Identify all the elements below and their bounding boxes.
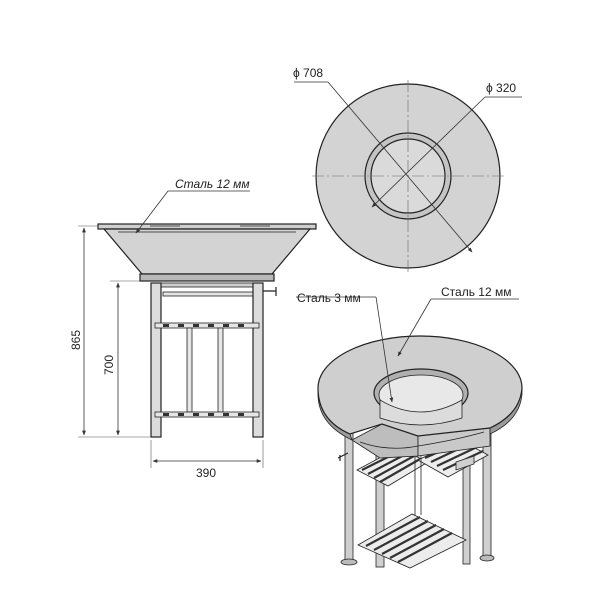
bowl-base [139, 273, 275, 282]
label-inner-diameter: ϕ 320 [486, 81, 516, 95]
front-view: Сталь 12 мм 865 700 390 [69, 177, 317, 480]
left-leg [150, 282, 162, 438]
right-leg [252, 282, 264, 438]
upper-shelf [154, 322, 260, 329]
bowl-body [102, 228, 312, 275]
top-view: ϕ 708 ϕ 320 [293, 66, 522, 272]
lower-shelf-slots [163, 413, 244, 416]
side-handle [263, 287, 277, 296]
iso-handle [337, 452, 349, 461]
label-steel-12-front: Сталь 12 мм [175, 177, 250, 191]
dimension-height-legs: 700 [102, 355, 116, 375]
dimension-width-base: 390 [196, 466, 216, 480]
lower-shelf [154, 411, 260, 418]
upper-shelf-slots [163, 324, 244, 327]
iso-lower-grate [357, 513, 467, 569]
label-outer-diameter: ϕ 708 [293, 66, 323, 80]
label-steel-12-iso: Сталь 12 мм [441, 285, 511, 299]
label-steel-3-iso: Сталь 3 мм [297, 291, 361, 305]
isometric-view: Сталь 3 мм Сталь 12 мм [296, 285, 523, 569]
bowl-rim [97, 223, 317, 230]
dimension-height-total: 865 [69, 330, 83, 350]
